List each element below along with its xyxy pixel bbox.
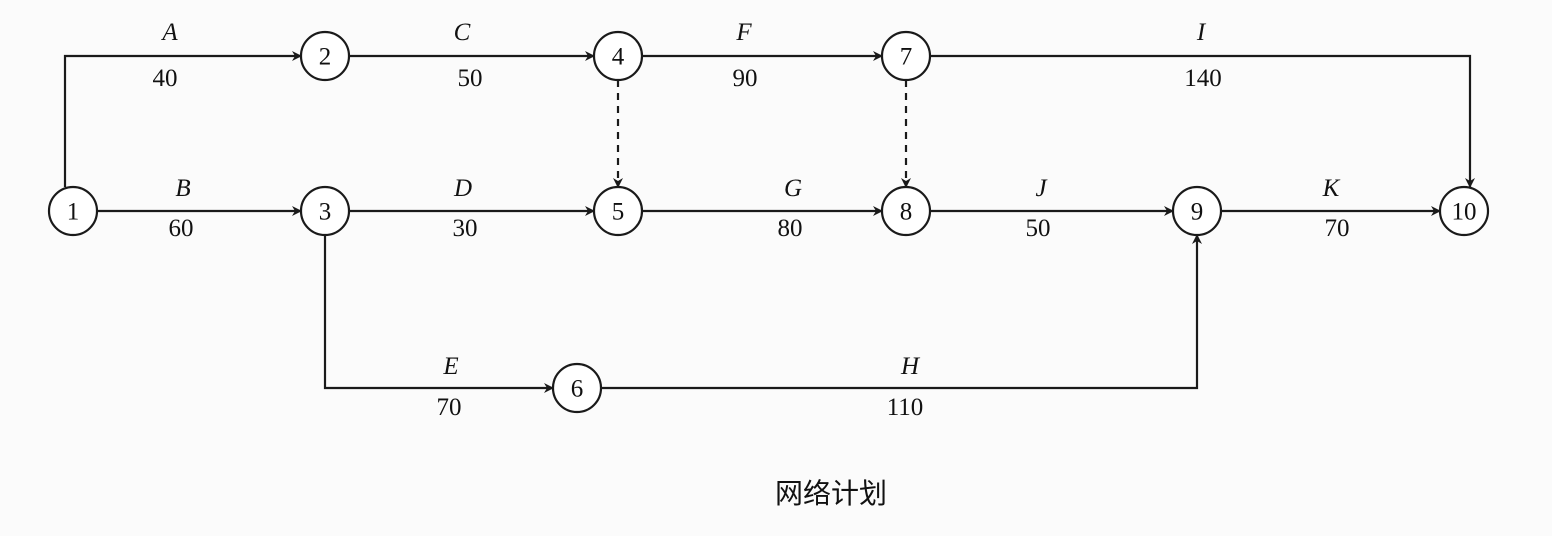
node-label-4: 4 [612,44,625,71]
nodes-layer: 1 2 3 4 5 6 7 8 9 10 [47,30,1490,414]
node-label-8: 8 [900,199,913,226]
node-label-1: 1 [67,199,80,226]
activity-name-f: F [735,19,752,46]
activity-duration-k: 70 [1325,215,1350,242]
node-2: 2 [299,30,351,82]
activity-duration-b: 60 [169,215,194,242]
activity-name-k: K [1322,175,1341,202]
node-8: 8 [880,185,932,237]
node-label-9: 9 [1191,199,1204,226]
node-label-2: 2 [319,44,332,71]
node-circle-5 [592,185,644,237]
node-label-10: 10 [1452,199,1477,226]
node-circle-6 [551,362,603,414]
activity-duration-e: 70 [437,394,462,421]
activity-arrow-a [63,51,302,187]
activity-arrow-e [323,235,554,393]
activity-duration-c: 50 [458,65,483,92]
activity-arrow-h [601,234,1202,390]
node-circle-2 [299,30,351,82]
node-5: 5 [592,185,644,237]
edges-layer [63,51,1475,393]
activity-duration-g: 80 [778,215,803,242]
diagram-caption: 网络计划 [775,477,888,510]
activity-duration-d: 30 [453,215,478,242]
node-label-5: 5 [612,199,625,226]
node-circle-1 [47,185,99,237]
node-circle-4 [592,30,644,82]
activity-arrow-i [930,54,1475,188]
activity-name-d: D [453,175,472,202]
node-3: 3 [299,185,351,237]
node-label-7: 7 [900,44,913,71]
activity-name-c: C [454,19,471,46]
node-1: 1 [47,185,99,237]
activity-name-i: I [1196,19,1207,46]
node-circle-3 [299,185,351,237]
activity-duration-f: 90 [733,65,758,92]
node-label-3: 3 [319,199,332,226]
activity-name-g: G [784,175,802,202]
activity-duration-i: 140 [1184,65,1222,92]
node-circle-10 [1438,185,1490,237]
node-4: 4 [592,30,644,82]
activity-name-j: J [1035,175,1048,202]
activity-duration-j: 50 [1026,215,1051,242]
node-9: 9 [1171,185,1223,237]
activity-name-a: A [160,19,178,46]
node-circle-9 [1171,185,1223,237]
activity-name-e: E [442,353,458,380]
node-label-6: 6 [571,376,584,403]
node-6: 6 [551,362,603,414]
activity-duration-a: 40 [153,65,178,92]
node-circle-7 [880,30,932,82]
activity-duration-h: 110 [887,394,924,421]
node-circle-8 [880,185,932,237]
activity-name-b: B [175,175,190,202]
activity-name-h: H [900,353,921,380]
node-10: 10 [1438,185,1490,237]
node-7: 7 [880,30,932,82]
